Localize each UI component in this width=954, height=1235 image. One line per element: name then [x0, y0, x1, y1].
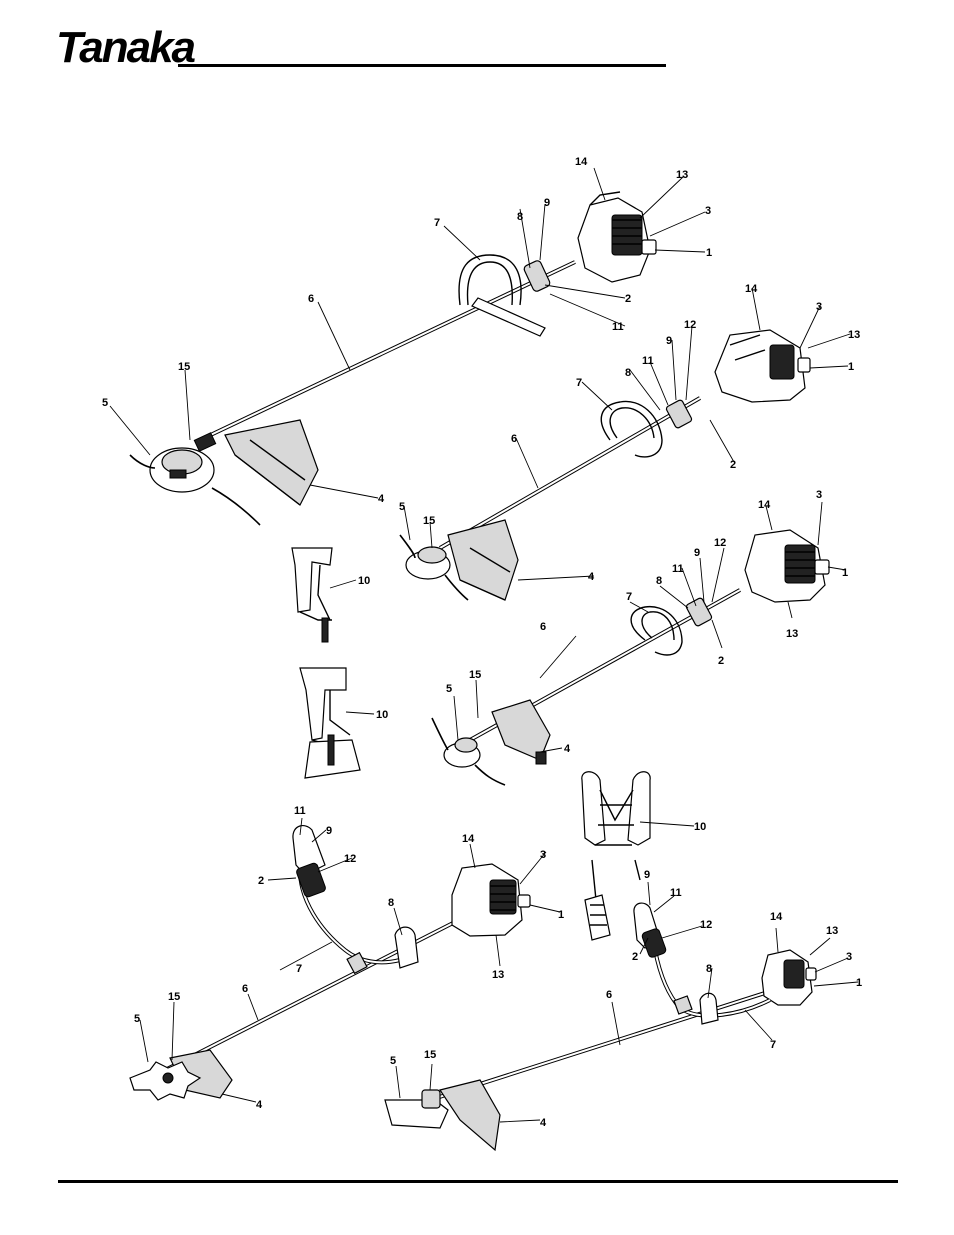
callout-b-2: 2	[730, 459, 736, 471]
callout-e-6: 6	[606, 989, 612, 1001]
callout-e-13: 13	[826, 925, 838, 937]
callout-c-8: 8	[656, 575, 662, 587]
callout-strap-b-10: 10	[376, 709, 388, 721]
shoulder-strap-a	[292, 548, 356, 642]
brushcutter-d-engine	[452, 864, 530, 936]
callout-b-7: 7	[576, 377, 582, 389]
callout-a-7: 7	[434, 217, 440, 229]
callout-c-6: 6	[540, 621, 546, 633]
callout-c-1: 1	[842, 567, 848, 579]
callout-c-15: 15	[469, 669, 481, 681]
callout-d-12: 12	[344, 853, 356, 865]
callout-d-4: 4	[256, 1099, 263, 1111]
trimmer-c-throttle	[685, 597, 712, 627]
callout-e-5: 5	[390, 1055, 396, 1067]
callout-d-3: 3	[540, 849, 546, 861]
callout-a-14: 14	[575, 156, 588, 168]
callout-e-3: 3	[846, 951, 852, 963]
callout-a-6: 6	[308, 293, 314, 305]
callout-b-9: 9	[666, 335, 672, 347]
callout-harness-10: 10	[694, 821, 706, 833]
callout-c-12: 12	[714, 537, 726, 549]
callout-b-12: 12	[684, 319, 696, 331]
callout-b-8: 8	[625, 367, 631, 379]
trimmer-a-engine	[578, 192, 656, 282]
callout-b-11: 11	[642, 355, 654, 367]
callout-d-7: 7	[296, 963, 302, 975]
callout-c-5: 5	[446, 683, 452, 695]
callout-d-14: 14	[462, 833, 475, 845]
footer-rule	[58, 1180, 898, 1183]
callout-d-5: 5	[134, 1013, 140, 1025]
callout-e-1: 1	[856, 977, 862, 989]
callout-a-9: 9	[544, 197, 550, 209]
callout-a-15: 15	[178, 361, 190, 373]
trimmer-c-guard	[492, 700, 550, 760]
callout-e-8: 8	[706, 963, 712, 975]
callout-b-4: 4	[588, 571, 595, 583]
callout-e-11: 11	[670, 887, 682, 899]
callout-e-7: 7	[770, 1039, 776, 1051]
callout-d-2: 2	[258, 875, 264, 887]
callout-a-13: 13	[676, 169, 688, 181]
callout-a-4: 4	[378, 493, 385, 505]
callout-strap-a-10: 10	[358, 575, 370, 587]
callout-c-2: 2	[718, 655, 724, 667]
shoulder-strap-b	[300, 668, 374, 778]
callout-c-13: 13	[786, 628, 798, 640]
callout-e-2: 2	[632, 951, 638, 963]
callout-b-5: 5	[399, 501, 405, 513]
trimmer-a-guard	[225, 420, 318, 505]
callout-c-4: 4	[564, 743, 571, 755]
callout-b-14: 14	[745, 283, 758, 295]
trimmer-c-engine	[745, 530, 829, 602]
callout-c-9: 9	[694, 547, 700, 559]
callout-a-8: 8	[517, 211, 523, 223]
callout-e-15: 15	[424, 1049, 436, 1061]
callout-c-7: 7	[626, 591, 632, 603]
trimmer-a	[110, 168, 705, 525]
callout-d-11: 11	[294, 805, 306, 817]
callout-d-1: 1	[558, 909, 564, 921]
trimmer-b-engine	[715, 330, 810, 402]
callout-d-8: 8	[388, 897, 394, 909]
callout-d-15: 15	[168, 991, 180, 1003]
callout-c-11: 11	[672, 563, 684, 575]
callout-e-9: 9	[644, 869, 650, 881]
callout-d-9: 9	[326, 825, 332, 837]
callout-d-13: 13	[492, 969, 504, 981]
callout-a-3: 3	[705, 205, 711, 217]
callout-e-12: 12	[700, 919, 712, 931]
brushcutter-e-guard	[440, 1080, 500, 1150]
callout-c-3: 3	[816, 489, 822, 501]
callout-c-14: 14	[758, 499, 771, 511]
callout-b-15: 15	[423, 515, 435, 527]
callout-b-13: 13	[848, 329, 860, 341]
callout-e-14: 14	[770, 911, 783, 923]
callout-a-2: 2	[625, 293, 631, 305]
callout-a-1: 1	[706, 247, 712, 259]
callout-e-4: 4	[540, 1117, 547, 1129]
callout-a-5: 5	[102, 397, 108, 409]
callout-b-1: 1	[848, 361, 854, 373]
callout-b-6: 6	[511, 433, 517, 445]
callout-b-3: 3	[816, 301, 822, 313]
callout-d-6: 6	[242, 983, 248, 995]
brushcutter-e-engine	[762, 950, 816, 1005]
trimmer-a-throttle	[523, 260, 551, 293]
callout-a-11: 11	[612, 321, 624, 333]
trimmer-b-guard	[448, 520, 518, 600]
